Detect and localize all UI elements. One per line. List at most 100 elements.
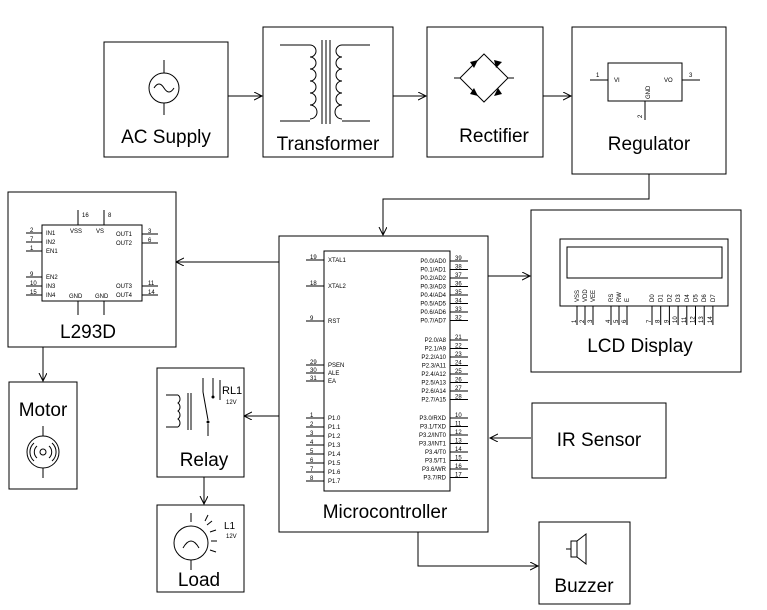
mcu-pin-label: P0.0/AD0 <box>420 259 446 265</box>
mcu-pin-label: P3.3/INT1 <box>419 442 447 448</box>
lamp-icon: L1 12V <box>173 513 237 570</box>
mcu-pin-label: P1.6 <box>328 470 341 476</box>
l293d-pin-num: 11 <box>148 281 155 287</box>
lcd-pin-label: RS <box>609 294 615 302</box>
l293d-pin-num: 3 <box>148 229 152 235</box>
mcu-pin-label: XTAL2 <box>328 284 347 290</box>
transformer-icon <box>280 40 370 124</box>
l293d-pin-num: 15 <box>30 290 37 296</box>
l293d-gnd-label: GND <box>69 294 83 300</box>
mcu-pin-num: 25 <box>455 369 462 375</box>
lamp-ref: L1 <box>224 521 236 532</box>
mcu-pin-label: P2.5/A13 <box>421 381 446 387</box>
mcu-pin-num: 38 <box>455 265 462 271</box>
mcu-pin-label: P3.5/T1 <box>425 459 447 465</box>
mcu-pin-label: P0.1/AD1 <box>420 268 446 274</box>
mcu-pin-label: P3.1/TXD <box>420 425 447 431</box>
mcu-pin-num: 29 <box>310 360 317 366</box>
regulator-pin-in-label: VI <box>614 78 620 84</box>
lcd-pin-num: 10 <box>673 316 679 323</box>
lamp-voltage: 12V <box>226 534 237 540</box>
l293d-pin-label: IN1 <box>46 231 56 237</box>
lcd-pin-label: D2 <box>667 294 673 302</box>
lcd-pin-label: D4 <box>685 294 691 302</box>
mcu-pin-label: P2.3/A11 <box>422 364 447 370</box>
lcd-pin-num: 13 <box>699 316 705 323</box>
connectors <box>43 96 650 566</box>
block-transformer: Transformer <box>262 26 394 158</box>
label-load: Load <box>178 570 220 591</box>
buzzer-icon <box>566 532 587 566</box>
mcu-pin-label: P2.2/A10 <box>421 355 446 361</box>
mcu-pin-num: 19 <box>310 255 317 261</box>
mcu-pin-label: P0.3/AD3 <box>420 285 446 291</box>
mcu-pin-label: P2.1/A9 <box>425 347 447 353</box>
regulator-pin-out-num: 3 <box>689 73 693 79</box>
l293d-pin-num: 10 <box>30 281 37 287</box>
l293d-pin-num: 7 <box>30 237 34 243</box>
relay-ref: RL1 <box>222 385 242 397</box>
l293d-pin-label: EN1 <box>46 249 58 255</box>
mcu-pin-num: 3 <box>310 431 314 437</box>
mcu-pin-num: 34 <box>455 299 462 305</box>
mcu-pin-label: ALE <box>328 371 339 377</box>
mcu-pin-label: RST <box>328 319 340 325</box>
mcu-pin-label: P2.4/A12 <box>421 372 446 378</box>
bridge-rectifier-icon <box>454 53 514 103</box>
l293d-pin-label: VS <box>96 229 104 235</box>
mcu-pin-num: 28 <box>455 395 462 401</box>
label-relay: Relay <box>180 450 229 471</box>
mcu-pin-num: 35 <box>455 290 462 296</box>
lcd-pin-num: 4 <box>606 319 612 323</box>
label-transformer: Transformer <box>277 134 380 155</box>
lcd-pin-num: 14 <box>708 316 714 323</box>
mcu-pin-num: 24 <box>455 361 462 367</box>
regulator-pin-in-num: 1 <box>596 73 600 79</box>
lcd-icon: VSS1VDD2VEE3RS4RW5E6D07D18D29D310D411D51… <box>559 238 729 325</box>
mcu-pin-num: 5 <box>310 449 314 455</box>
lcd-pin-label: VSS <box>575 290 581 302</box>
l293d-pin-label: IN2 <box>46 240 56 246</box>
block-lcd-display: VSS1VDD2VEE3RS4RW5E6D07D18D29D310D411D51… <box>530 209 742 373</box>
mcu-pin-num: 8 <box>310 476 314 482</box>
mcu-pin-num: 39 <box>455 256 462 262</box>
block-rectifier: Rectifier <box>426 26 544 158</box>
mcu-pin-label: P0.7/AD7 <box>420 319 446 325</box>
mcu-pin-label: P0.4/AD4 <box>420 293 446 299</box>
label-buzzer: Buzzer <box>554 576 614 597</box>
mcu-pin-num: 23 <box>455 352 462 358</box>
l293d-gnd-label: GND <box>95 294 109 300</box>
mcu-pin-num: 11 <box>455 422 462 428</box>
mcu-pin-label: P0.2/AD2 <box>420 276 446 282</box>
mcu-pin-num: 27 <box>455 386 462 392</box>
l293d-pin-num: 14 <box>148 290 155 296</box>
mcu-pin-label: EA <box>328 379 336 385</box>
mcu-pin-num: 26 <box>455 378 462 384</box>
mcu-pin-num: 4 <box>310 440 314 446</box>
l293d-pin-label: OUT3 <box>116 284 133 290</box>
mcu-pin-num: 9 <box>310 316 314 322</box>
mcu-pin-label: P1.2 <box>328 434 341 440</box>
mcu-pin-num: 6 <box>310 458 314 464</box>
mcu-pin-num: 14 <box>455 447 462 453</box>
l293d-pin-num: 9 <box>30 272 34 278</box>
mcu-pin-num: 22 <box>455 344 462 350</box>
lcd-pin-label: E <box>625 298 631 302</box>
lcd-pin-num: 12 <box>691 316 697 323</box>
label-motor: Motor <box>19 400 68 421</box>
mcu-pin-num: 31 <box>310 376 317 382</box>
voltage-regulator-icon: 1 VI 3 VO GND 2 <box>590 62 700 120</box>
l293d-pin-label: EN2 <box>46 275 58 281</box>
mcu-pin-label: P2.6/A14 <box>421 389 446 395</box>
mcu-pin-num: 37 <box>455 273 462 279</box>
mcu-pin-label: P1.0 <box>328 416 341 422</box>
mcu-pin-label: P0.5/AD5 <box>420 302 446 308</box>
mcu-pin-num: 33 <box>455 307 462 313</box>
lcd-pin-num: 7 <box>647 319 653 323</box>
label-ir-sensor: IR Sensor <box>557 430 642 451</box>
l293d-pin-num: 8 <box>108 213 112 219</box>
l293d-pin-label: OUT1 <box>116 232 133 238</box>
